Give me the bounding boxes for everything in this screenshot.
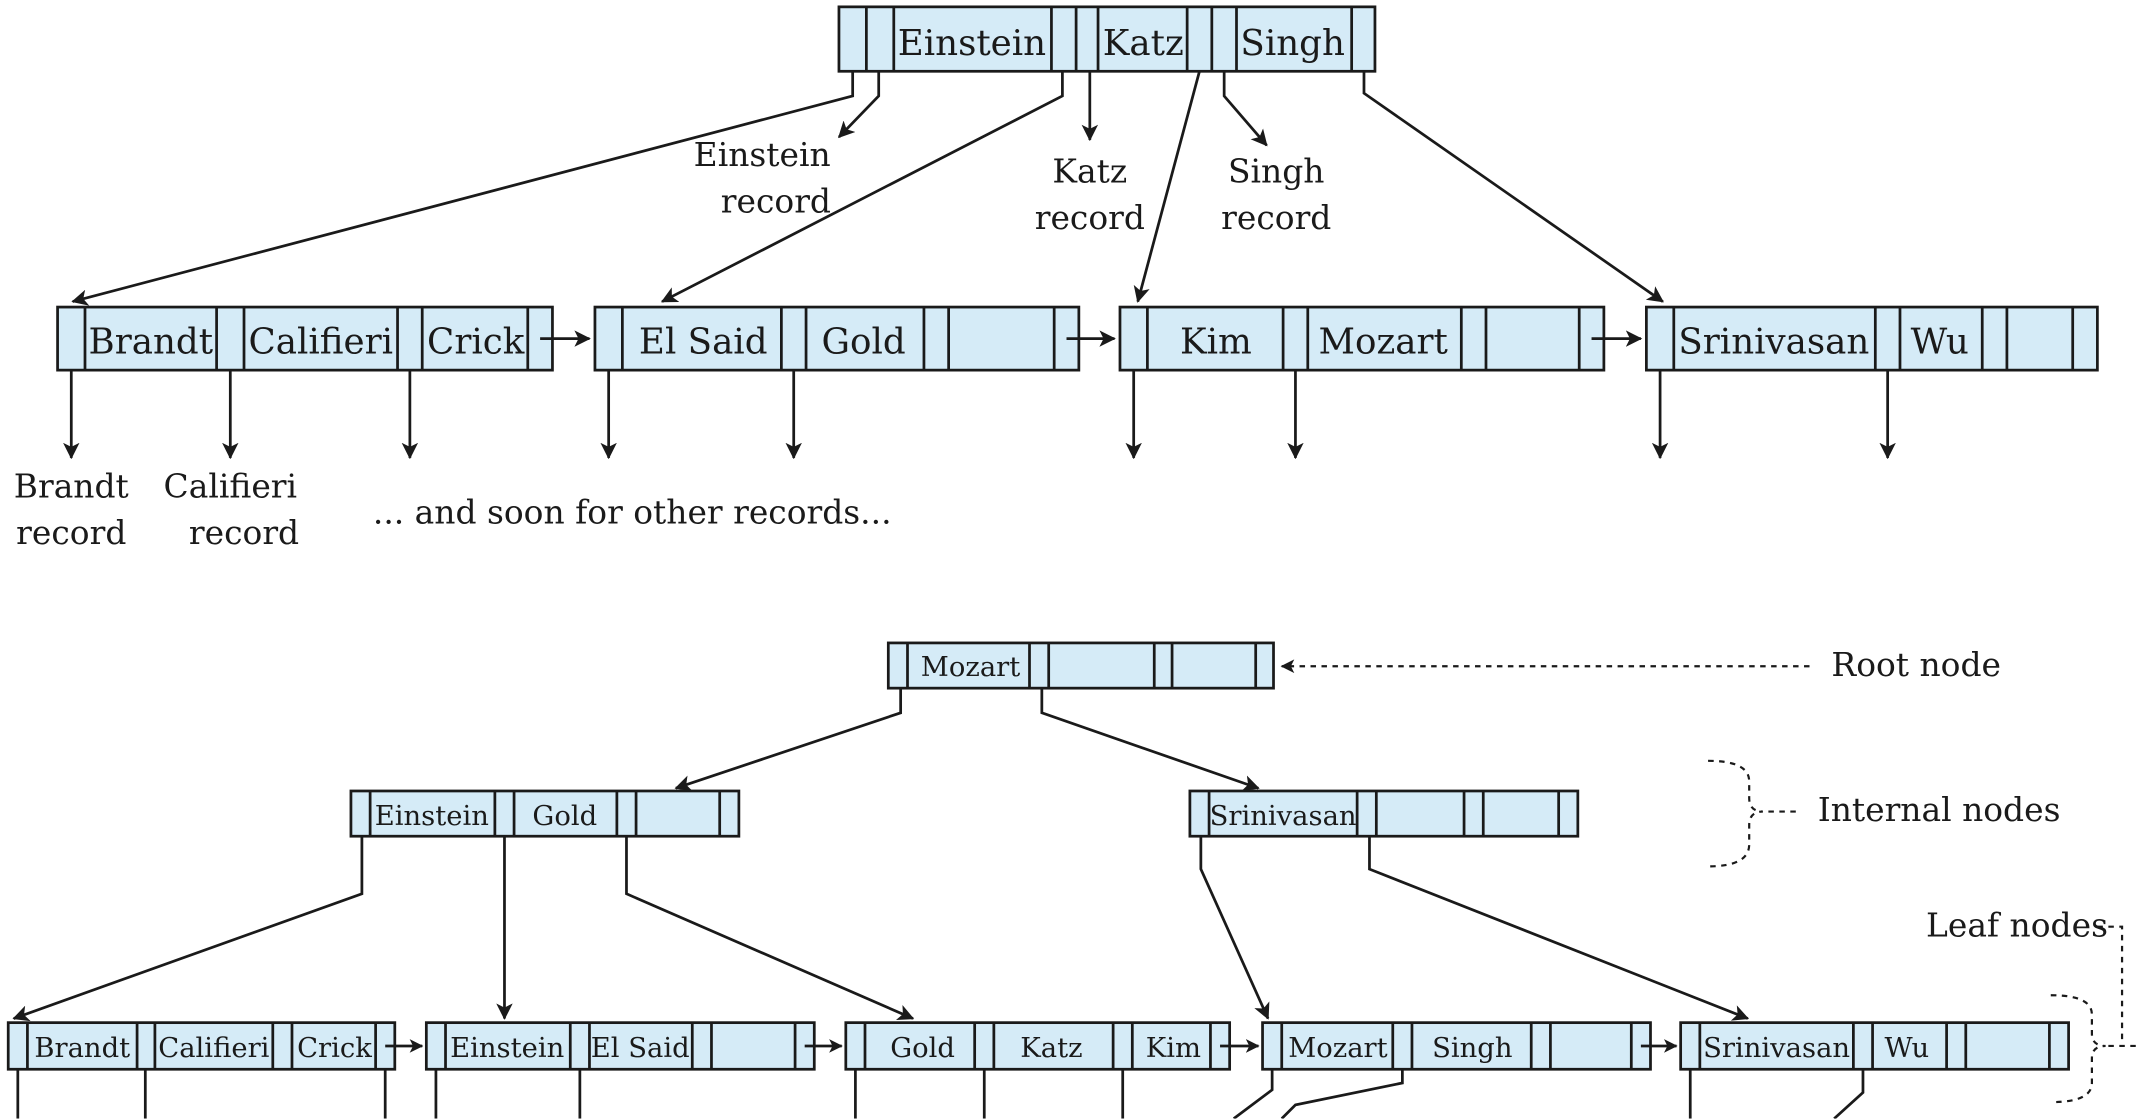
top-leaf-node: El Said Gold	[593, 305, 1081, 372]
bottom-leaf-key: Singh	[1432, 1033, 1512, 1064]
continuation-note: ... and soon for other records...	[373, 493, 892, 532]
top-leaf-key: Wu	[1911, 322, 1969, 363]
bottom-internal-node: Einstein Gold	[349, 789, 741, 838]
bottom-leaf-key: Califieri	[158, 1033, 269, 1064]
bottom-leaf-node: Einstein El Said	[424, 1021, 816, 1071]
top-root-key: Singh	[1240, 23, 1345, 64]
bottom-leaf-key: Katz	[1020, 1033, 1082, 1064]
top-leaf-key: El Said	[639, 322, 768, 363]
bottom-leaf-key: Srinivasan	[1703, 1033, 1850, 1064]
bottom-leaf-node: Gold Katz Kim	[844, 1021, 1232, 1071]
katz-record-label: record	[1035, 198, 1145, 237]
brandt-record-label: record	[16, 513, 126, 552]
bottom-leaf-node: Mozart Singh	[1261, 1021, 1652, 1071]
bottom-root-node: Mozart	[886, 641, 1275, 690]
top-tree: Einstein Katz Singh Einstein record Katz…	[14, 5, 2099, 552]
top-leaf-key: Brandt	[89, 322, 214, 363]
brandt-record-label: Brandt	[14, 467, 129, 506]
einstein-record-label: Einstein	[694, 135, 831, 174]
bottom-internal-key: Einstein	[375, 801, 489, 832]
singh-record-label: record	[1221, 198, 1331, 237]
bottom-internal-node: Srinivasan	[1188, 789, 1580, 838]
bottom-internal-key: Srinivasan	[1210, 801, 1357, 832]
bottom-leaf-key: Einstein	[450, 1033, 564, 1064]
bottom-leaf-key: Crick	[297, 1033, 372, 1064]
top-root-node: Einstein Katz Singh	[837, 5, 1377, 73]
bottom-leaf-node: Brandt Califieri Crick	[6, 1021, 397, 1071]
bottom-leaf-key: Gold	[890, 1033, 955, 1064]
einstein-record-label: record	[721, 181, 831, 220]
top-leaf-key: Mozart	[1319, 322, 1449, 363]
katz-record-label: Katz	[1052, 151, 1127, 190]
leaf-nodes-annotation: Leaf nodes	[1926, 905, 2108, 944]
bottom-leaf-node: Srinivasan Wu	[1679, 1021, 2070, 1071]
bottom-leaf-key: El Said	[591, 1033, 690, 1064]
top-leaf-node: Kim Mozart	[1118, 305, 1606, 372]
top-leaf-key: Crick	[427, 322, 525, 363]
bottom-root-key: Mozart	[921, 652, 1020, 683]
root-node-annotation: Root node	[1831, 645, 2001, 684]
bottom-leaf-key: Wu	[1884, 1033, 1929, 1064]
top-root-key: Katz	[1103, 23, 1184, 64]
top-leaf-node: Brandt Califieri Crick	[56, 305, 554, 372]
bottom-internal-key: Gold	[532, 801, 597, 832]
top-leaf-node: Srinivasan Wu	[1645, 305, 2099, 372]
califieri-record-label: Califieri	[164, 467, 297, 506]
internal-nodes-annotation: Internal nodes	[1818, 790, 2061, 829]
bottom-leaf-key: Brandt	[34, 1033, 130, 1064]
top-leaf-key: Srinivasan	[1678, 322, 1869, 363]
califieri-record-label: record	[189, 513, 299, 552]
top-leaf-key: Califieri	[248, 322, 393, 363]
top-leaf-key: Kim	[1180, 322, 1252, 363]
top-root-key: Einstein	[898, 23, 1046, 64]
bottom-leaf-key: Kim	[1146, 1033, 1201, 1064]
singh-record-label: Singh	[1228, 151, 1324, 190]
top-leaf-key: Gold	[822, 322, 906, 363]
bottom-tree: Mozart Root node Einstein Gold Sr	[6, 641, 2139, 1119]
bottom-leaf-key: Mozart	[1288, 1033, 1387, 1064]
